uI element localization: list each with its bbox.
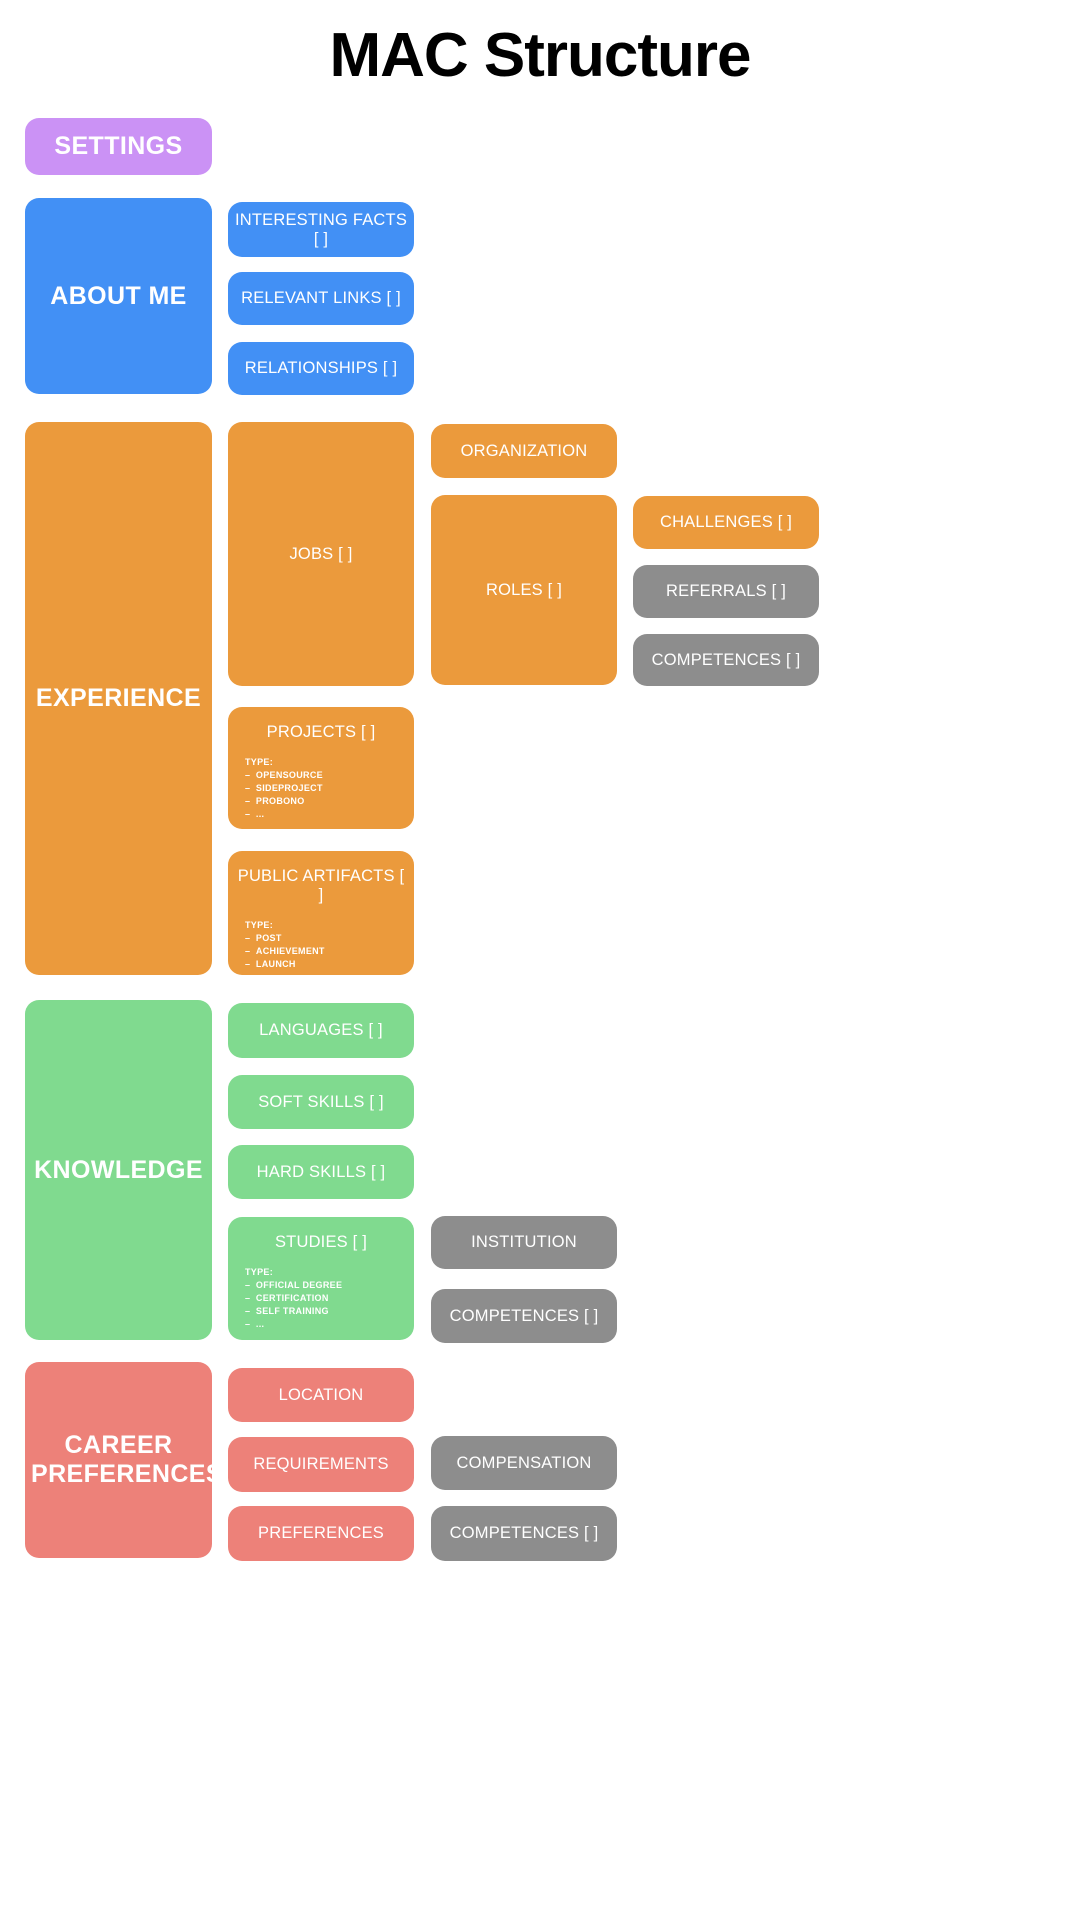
career-preferences-card[interactable]: CAREER PREFERENCES xyxy=(25,1362,212,1558)
studies-label: STUDIES [ ] xyxy=(274,1233,368,1251)
projects-type-item: ... xyxy=(245,808,414,821)
about-me-card[interactable]: ABOUT ME xyxy=(25,198,212,394)
languages-label: LANGUAGES [ ] xyxy=(259,1021,383,1040)
experience-label: EXPERIENCE xyxy=(35,684,202,713)
challenges-label: CHALLENGES [ ] xyxy=(659,513,793,532)
experience-competences-card[interactable]: COMPETENCES [ ] xyxy=(633,634,819,686)
interesting-facts-label: INTERESTING FACTS [ ] xyxy=(234,210,408,248)
relevant-links-card[interactable]: RELEVANT LINKS [ ] xyxy=(228,272,414,325)
languages-card[interactable]: LANGUAGES [ ] xyxy=(228,1003,414,1058)
projects-card[interactable]: PROJECTS [ ] TYPE: OPENSOURCE SIDEPROJEC… xyxy=(228,707,414,829)
knowledge-card[interactable]: KNOWLEDGE xyxy=(25,1000,212,1340)
relationships-card[interactable]: RELATIONSHIPS [ ] xyxy=(228,342,414,395)
studies-type-item: CERTIFICATION xyxy=(245,1292,414,1305)
soft-skills-card[interactable]: SOFT SKILLS [ ] xyxy=(228,1075,414,1129)
roles-card[interactable]: ROLES [ ] xyxy=(431,495,617,685)
settings-card[interactable]: SETTINGS xyxy=(25,118,212,175)
career-competences-card[interactable]: COMPETENCES [ ] xyxy=(431,1506,617,1561)
projects-type-item: PROBONO xyxy=(245,795,414,808)
location-label: LOCATION xyxy=(278,1385,364,1404)
location-card[interactable]: LOCATION xyxy=(228,1368,414,1422)
about-me-label: ABOUT ME xyxy=(50,281,187,310)
public-artifacts-type-list: TYPE: POST ACHIEVEMENT LAUNCH ... xyxy=(228,919,414,975)
projects-type-item: SIDEPROJECT xyxy=(245,782,414,795)
experience-card[interactable]: EXPERIENCE xyxy=(25,422,212,975)
roles-label: ROLES [ ] xyxy=(485,580,563,599)
compensation-card[interactable]: COMPENSATION xyxy=(431,1436,617,1490)
studies-type-item: ... xyxy=(245,1318,414,1331)
preferences-label: PREFERENCES xyxy=(258,1524,384,1543)
preferences-card[interactable]: PREFERENCES xyxy=(228,1506,414,1561)
organization-card[interactable]: ORGANIZATION xyxy=(431,424,617,478)
referrals-card[interactable]: REFERRALS [ ] xyxy=(633,565,819,618)
hard-skills-label: HARD SKILLS [ ] xyxy=(256,1162,386,1181)
public-artifacts-type-item: ... xyxy=(245,971,414,975)
public-artifacts-type-item: ACHIEVEMENT xyxy=(245,945,414,958)
compensation-label: COMPENSATION xyxy=(456,1453,592,1472)
soft-skills-label: SOFT SKILLS [ ] xyxy=(258,1092,384,1111)
relationships-label: RELATIONSHIPS [ ] xyxy=(244,359,398,378)
studies-type-heading: TYPE: xyxy=(245,1266,274,1277)
studies-type-list: TYPE: OFFICIAL DEGREE CERTIFICATION SELF… xyxy=(228,1266,414,1331)
requirements-label: REQUIREMENTS xyxy=(253,1455,389,1474)
career-preferences-label: CAREER PREFERENCES xyxy=(31,1431,212,1488)
knowledge-label: KNOWLEDGE xyxy=(34,1155,203,1184)
experience-competences-label: COMPETENCES [ ] xyxy=(651,650,801,669)
page-title: MAC Structure xyxy=(329,21,751,90)
knowledge-competences-card[interactable]: COMPETENCES [ ] xyxy=(431,1289,617,1343)
projects-type-heading: TYPE: xyxy=(245,756,274,767)
studies-type-item: OFFICIAL DEGREE xyxy=(245,1279,414,1292)
public-artifacts-card[interactable]: PUBLIC ARTIFACTS [ ] TYPE: POST ACHIEVEM… xyxy=(228,851,414,975)
projects-type-list: TYPE: OPENSOURCE SIDEPROJECT PROBONO ... xyxy=(228,756,414,821)
organization-label: ORGANIZATION xyxy=(460,441,588,460)
interesting-facts-card[interactable]: INTERESTING FACTS [ ] xyxy=(228,202,414,257)
relevant-links-label: RELEVANT LINKS [ ] xyxy=(241,289,401,308)
career-competences-label: COMPETENCES [ ] xyxy=(449,1524,599,1543)
institution-label: INSTITUTION xyxy=(471,1233,577,1252)
challenges-card[interactable]: CHALLENGES [ ] xyxy=(633,496,819,549)
settings-label: SETTINGS xyxy=(54,132,183,161)
hard-skills-card[interactable]: HARD SKILLS [ ] xyxy=(228,1145,414,1199)
requirements-card[interactable]: REQUIREMENTS xyxy=(228,1437,414,1492)
referrals-label: REFERRALS [ ] xyxy=(666,582,786,601)
projects-label: PROJECTS [ ] xyxy=(266,723,376,741)
studies-type-item: SELF TRAINING xyxy=(245,1305,414,1318)
public-artifacts-type-item: POST xyxy=(245,932,414,945)
public-artifacts-type-heading: TYPE: xyxy=(245,919,274,930)
projects-type-item: OPENSOURCE xyxy=(245,769,414,782)
institution-card[interactable]: INSTITUTION xyxy=(431,1216,617,1269)
knowledge-competences-label: COMPETENCES [ ] xyxy=(449,1306,599,1325)
jobs-label: JOBS [ ] xyxy=(289,544,353,563)
public-artifacts-label: PUBLIC ARTIFACTS [ ] xyxy=(237,867,405,904)
jobs-card[interactable]: JOBS [ ] xyxy=(228,422,414,686)
studies-card[interactable]: STUDIES [ ] TYPE: OFFICIAL DEGREE CERTIF… xyxy=(228,1217,414,1340)
public-artifacts-type-item: LAUNCH xyxy=(245,958,414,971)
